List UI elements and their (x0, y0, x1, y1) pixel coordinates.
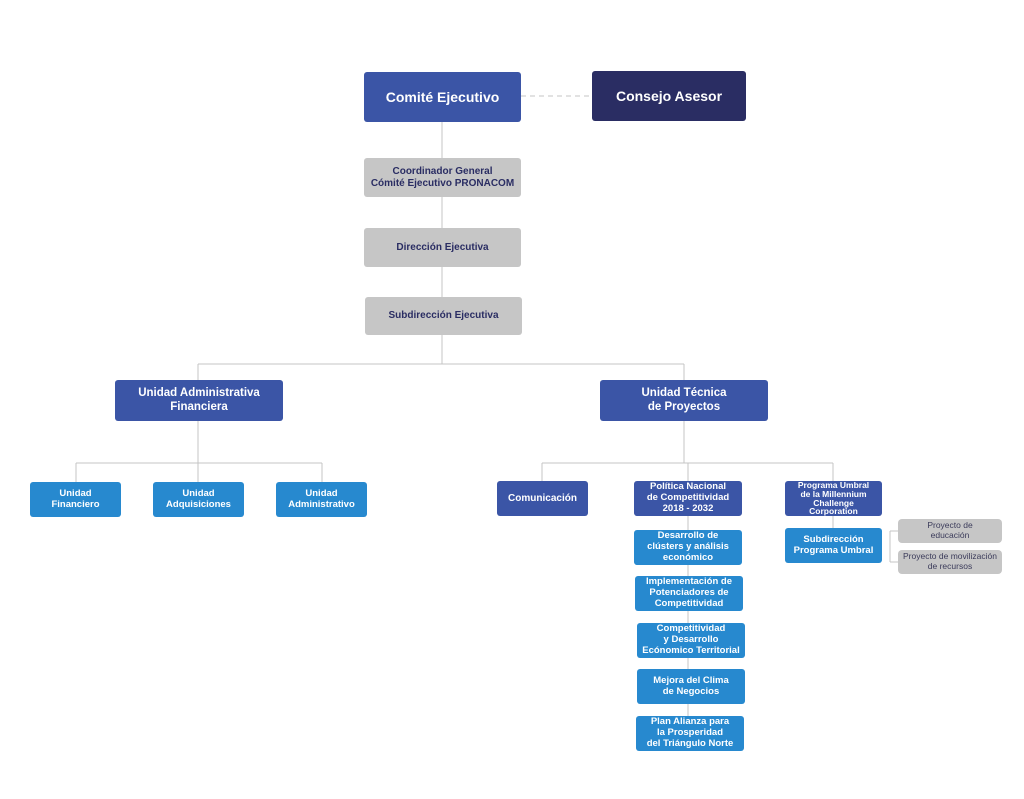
comunicacion-box: Comunicación (497, 481, 588, 516)
politica-nacional-box: Política Nacional de Competitividad 2018… (634, 481, 742, 516)
unidad-financiero-box: Unidad Financiero (30, 482, 121, 517)
unidad-administrativo-box: Unidad Administrativo (276, 482, 367, 517)
coordinador-general-box: Coordinador General Cómité Ejecutivo PRO… (364, 158, 521, 197)
desarrollo-clusters-box: Desarrollo de clústers y análisis económ… (634, 530, 742, 565)
direccion-ejecutiva-box: Dirección Ejecutiva (364, 228, 521, 267)
mejora-clima-negocios-box: Mejora del Clima de Negocios (637, 669, 745, 704)
consejo-asesor-box: Consejo Asesor (592, 71, 746, 121)
plan-alianza-box: Plan Alianza para la Prosperidad del Tri… (636, 716, 744, 751)
proyecto-educacion-box: Proyecto de educación (898, 519, 1002, 543)
proyecto-movilizacion-box: Proyecto de movilización de recursos (898, 550, 1002, 574)
programa-umbral-box: Programa Umbral de la Millennium Challen… (785, 480, 882, 516)
subdireccion-programa-umbral-box: Subdirección Programa Umbral (785, 528, 882, 563)
competitividad-desarrollo-box: Competitividad y Desarrollo Ecónomico Te… (637, 623, 745, 658)
unidad-tecnica-proyectos-box: Unidad Técnica de Proyectos (600, 380, 768, 421)
unidad-administrativa-financiera-box: Unidad Administrativa Financiera (115, 380, 283, 421)
unidad-adquisiciones-box: Unidad Adquisiciones (153, 482, 244, 517)
implementacion-potenciadores-box: Implementación de Potenciadores de Compe… (635, 576, 743, 611)
subdireccion-ejecutiva-box: Subdirección Ejecutiva (365, 297, 522, 335)
comite-ejecutivo-box: Comité Ejecutivo (364, 72, 521, 122)
